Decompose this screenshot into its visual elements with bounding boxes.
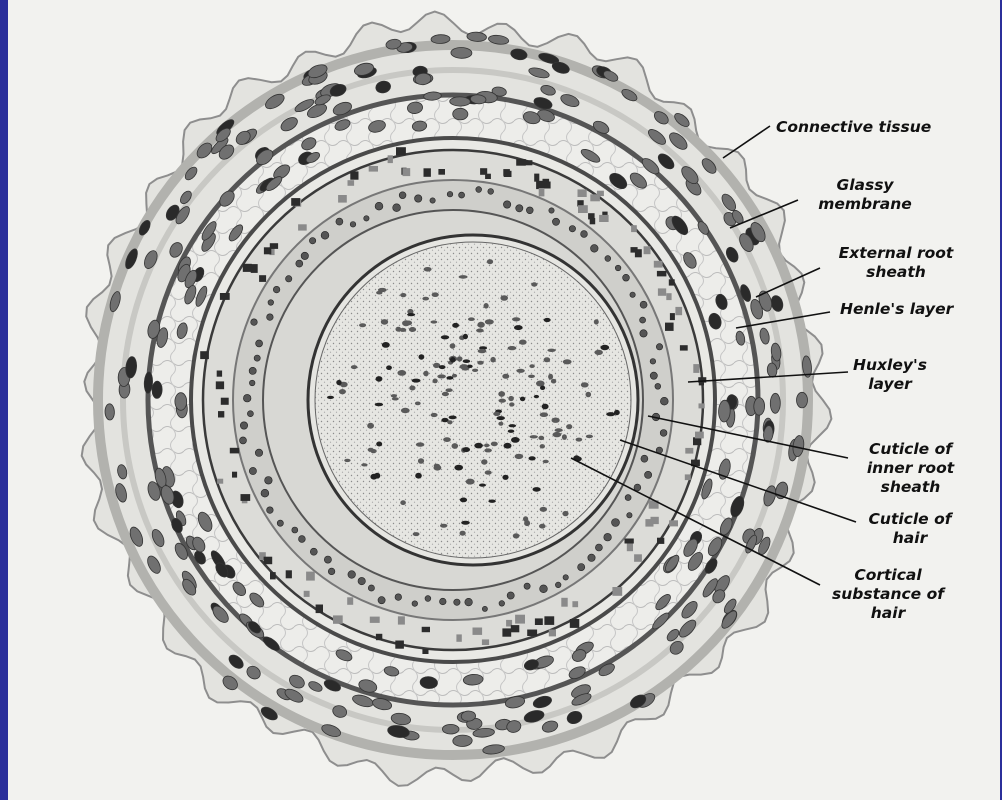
cortical-substance — [315, 242, 631, 558]
figure-canvas: Connective tissue Glassy membrane Extern… — [8, 0, 1000, 800]
leader-connective — [723, 126, 770, 158]
label-henles-layer: Henle's layer — [840, 300, 953, 319]
label-cortical-substance: Cortical substance of hair — [818, 566, 958, 623]
label-connective-tissue: Connective tissue — [776, 118, 931, 137]
label-huxleys-layer: Huxley's layer — [850, 356, 930, 394]
label-cuticle-inner-root-sheath: Cuticle of inner root sheath — [848, 440, 973, 497]
label-cuticle-of-hair: Cuticle of hair — [860, 510, 960, 548]
label-external-root-sheath: External root sheath — [816, 244, 976, 282]
label-glassy-membrane: Glassy membrane — [800, 176, 930, 214]
